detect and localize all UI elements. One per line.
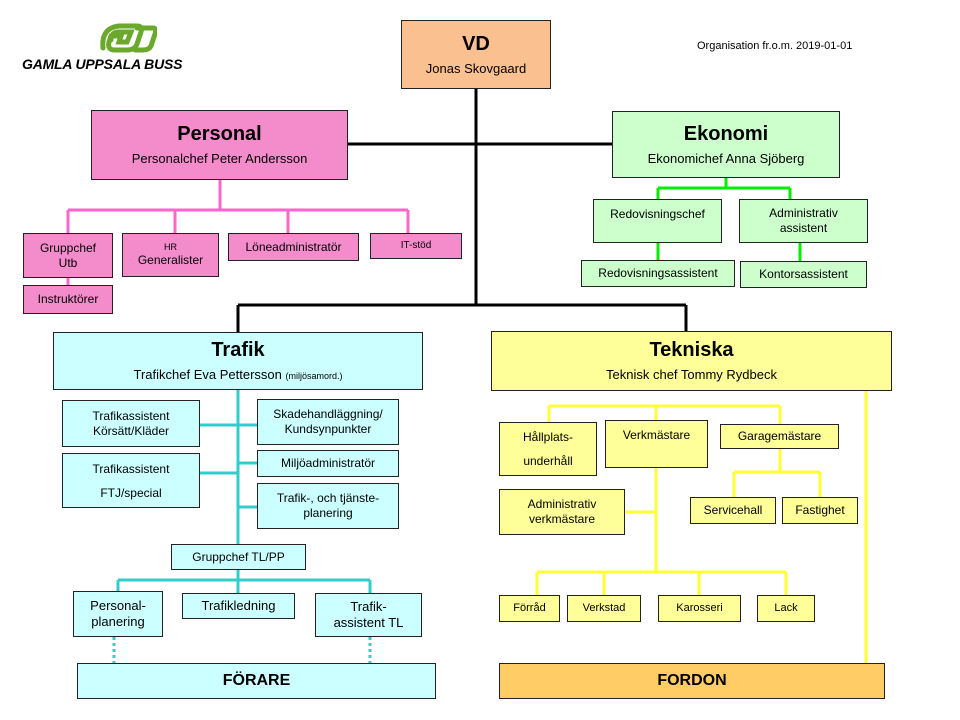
hallplats-underhall-line2: underhåll bbox=[523, 454, 573, 468]
trafik-name: Trafikchef Eva Pettersson bbox=[133, 367, 282, 383]
personal-planering-line1: Personal- bbox=[90, 597, 146, 613]
ekonomi-name: Ekonomichef Anna Sjöberg bbox=[647, 150, 805, 166]
kontorsassistent-label: Kontorsassistent bbox=[759, 267, 848, 281]
gruppchef-tlpp-box: Gruppchef TL/PP bbox=[171, 544, 306, 570]
skadehandlaggning-line1: Skadehandläggning/ bbox=[273, 407, 383, 421]
loneadministrator-label: Löneadministratör bbox=[245, 239, 342, 254]
fastighet-label: Fastighet bbox=[795, 503, 845, 517]
trafik-assistent-tl-box: Trafik- assistent TL bbox=[315, 593, 422, 637]
lack-box: Lack bbox=[757, 595, 815, 622]
black-connectors bbox=[236, 88, 688, 332]
cyan-connectors bbox=[116, 390, 372, 593]
trafikledning-label: Trafikledning bbox=[201, 597, 276, 613]
verkstad-label: Verkstad bbox=[582, 601, 626, 614]
vd-box: VD Jonas Skovgaard bbox=[401, 20, 551, 89]
trafik-title: Trafik bbox=[211, 339, 265, 362]
trafik-assistent-tl-line2: assistent TL bbox=[333, 615, 404, 630]
lack-label: Lack bbox=[774, 601, 798, 614]
company-logo: GAMLA UPPSALA BUSS bbox=[22, 18, 232, 78]
administrativ-assistent-line1: Administrativ bbox=[769, 206, 838, 220]
fordon-label: FORDON bbox=[657, 672, 727, 689]
hallplats-underhall-box: Hållplats- underhåll bbox=[499, 422, 597, 476]
trafik-tjanste-planering-line2: planering bbox=[303, 506, 353, 520]
instruktorer-label: Instruktörer bbox=[37, 292, 99, 306]
gruppchef-utb-line1: Gruppchef bbox=[39, 240, 97, 255]
gruppchef-utb-box: Gruppchef Utb bbox=[23, 233, 113, 278]
verkstad-box: Verkstad bbox=[567, 595, 641, 622]
vd-name: Jonas Skovgaard bbox=[425, 60, 527, 76]
trafikassistent-ftj-line1: Trafikassistent bbox=[92, 461, 170, 476]
trafik-tjanste-planering-line1: Trafik-, och tjänste- bbox=[276, 491, 380, 505]
green-connectors bbox=[656, 178, 802, 261]
redovisningsassistent-label: Redovisningsassistent bbox=[598, 266, 718, 280]
trafikledning-box: Trafikledning bbox=[182, 593, 295, 619]
karosseri-box: Karosseri bbox=[658, 595, 741, 622]
trafik-assistent-tl-line1: Trafik- bbox=[350, 598, 387, 614]
it-stod-box: IT-stöd bbox=[370, 233, 462, 259]
it-stod-label: IT-stöd bbox=[400, 239, 432, 251]
trafik-box: Trafik Trafikchef Eva Pettersson (miljös… bbox=[53, 332, 423, 390]
trafikassistent-korsatt-box: Trafikassistent Körsätt/Kläder bbox=[62, 400, 200, 447]
administrativ-assistent-line2: assistent bbox=[779, 221, 828, 235]
ekonomi-box: Ekonomi Ekonomichef Anna Sjöberg bbox=[612, 111, 840, 178]
servicehall-box: Servicehall bbox=[690, 497, 776, 524]
personal-title: Personal bbox=[177, 123, 262, 146]
servicehall-label: Servicehall bbox=[703, 503, 763, 517]
trafikassistent-ftj-line2: FTJ/special bbox=[100, 485, 162, 500]
trafikassistent-korsatt-line1: Trafikassistent bbox=[92, 408, 170, 423]
tekniska-title: Tekniska bbox=[649, 339, 734, 362]
tekniska-box: Tekniska Teknisk chef Tommy Rydbeck bbox=[491, 331, 892, 391]
personal-planering-line2: planering bbox=[91, 614, 145, 629]
trafik-name-line: Trafikchef Eva Pettersson (miljösamord.) bbox=[134, 367, 343, 383]
skadehandlaggning-line2: Kundsynpunkter bbox=[284, 422, 372, 436]
cyan-dotted-connectors bbox=[112, 637, 372, 663]
loneadministrator-box: Löneadministratör bbox=[228, 233, 359, 261]
forrad-box: Förråd bbox=[499, 595, 560, 622]
tekniska-name: Teknisk chef Tommy Rydbeck bbox=[606, 367, 777, 383]
administrativ-assistent-box: Administrativ assistent bbox=[739, 199, 868, 243]
forare-box: FÖRARE bbox=[77, 663, 436, 699]
gub-logo-icon bbox=[100, 23, 157, 53]
instruktorer-box: Instruktörer bbox=[23, 285, 113, 314]
trafik-tjanste-planering-box: Trafik-, och tjänste- planering bbox=[257, 483, 399, 529]
pink-connectors bbox=[66, 180, 410, 286]
miljoadministrator-label: Miljöadministratör bbox=[280, 456, 376, 470]
administrativ-verkmastare-line2: verkmästare bbox=[528, 512, 596, 526]
vd-title: VD bbox=[462, 32, 490, 55]
personal-planering-box: Personal- planering bbox=[73, 591, 163, 637]
ekonomi-title: Ekonomi bbox=[683, 122, 769, 145]
garagemastare-label: Garagemästare bbox=[737, 429, 822, 443]
gruppchef-tlpp-label: Gruppchef TL/PP bbox=[192, 549, 285, 564]
fastighet-box: Fastighet bbox=[782, 497, 858, 524]
trafik-name-note: (miljösamord.) bbox=[285, 371, 343, 382]
karosseri-label: Karosseri bbox=[676, 601, 723, 614]
hr-line2: Generalister bbox=[137, 253, 204, 268]
verkmastare-box: Verkmästare bbox=[605, 420, 708, 468]
forare-label: FÖRARE bbox=[222, 672, 291, 689]
hr-box: HR Generalister bbox=[122, 233, 219, 277]
verkmastare-label: Verkmästare bbox=[622, 428, 691, 442]
kontorsassistent-box: Kontorsassistent bbox=[740, 261, 867, 288]
fordon-box: FORDON bbox=[499, 663, 885, 699]
administrativ-verkmastare-line1: Administrativ bbox=[527, 497, 597, 511]
redovisningschef-label: Redovisningschef bbox=[610, 207, 705, 221]
yellow-connectors bbox=[535, 390, 868, 663]
redovisningsassistent-box: Redovisningsassistent bbox=[581, 260, 735, 287]
personal-name: Personalchef Peter Andersson bbox=[131, 151, 308, 167]
trafikassistent-ftj-box: Trafikassistent FTJ/special bbox=[62, 453, 200, 508]
skadehandlaggning-box: Skadehandläggning/ Kundsynpunkter bbox=[257, 399, 399, 445]
hr-line1: HR bbox=[164, 241, 177, 252]
personal-box: Personal Personalchef Peter Andersson bbox=[91, 110, 348, 180]
logo-text: GAMLA UPPSALA BUSS bbox=[22, 56, 183, 72]
garagemastare-box: Garagemästare bbox=[720, 424, 839, 449]
redovisningschef-box: Redovisningschef bbox=[593, 199, 722, 243]
miljoadministrator-box: Miljöadministratör bbox=[257, 450, 399, 477]
organisation-date-note: Organisation fr.o.m. 2019-01-01 bbox=[697, 40, 853, 52]
hallplats-underhall-line1: Hållplats- bbox=[522, 430, 573, 444]
administrativ-verkmastare-box: Administrativ verkmästare bbox=[499, 489, 625, 535]
forrad-label: Förråd bbox=[513, 601, 546, 614]
trafikassistent-korsatt-line2: Körsätt/Kläder bbox=[92, 423, 170, 438]
gruppchef-utb-line2: Utb bbox=[58, 255, 78, 270]
